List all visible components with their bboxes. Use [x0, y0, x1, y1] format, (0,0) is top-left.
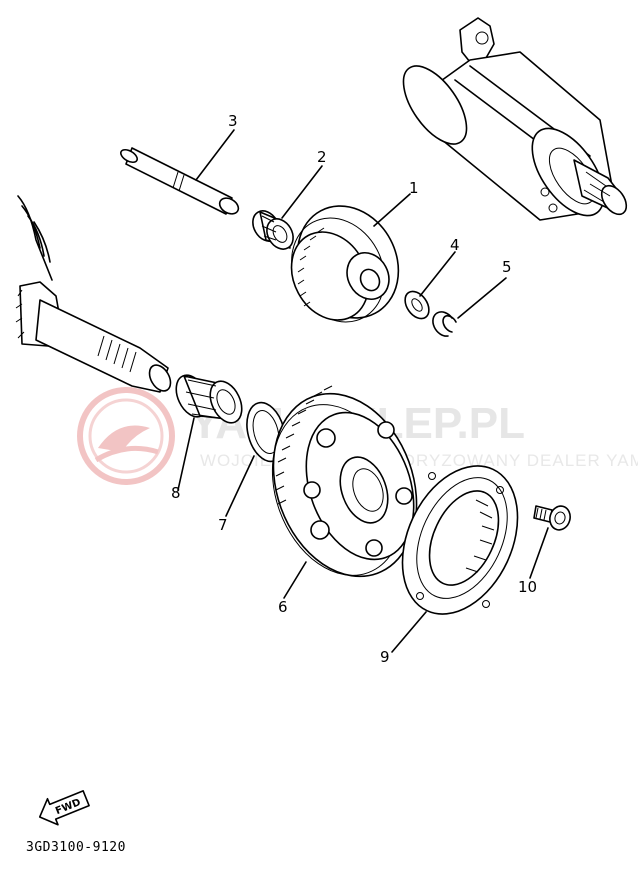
part-4-washer [404, 290, 430, 320]
callout-7: 7 [218, 516, 228, 534]
callouts: 1 2 3 4 5 6 7 8 9 10 [171, 112, 537, 666]
leader-7 [225, 455, 255, 517]
leader-6 [283, 561, 307, 599]
leader-10 [529, 527, 549, 579]
part-2-needle-bearing [252, 210, 294, 250]
callout-9: 9 [380, 648, 390, 666]
leader-8 [177, 417, 195, 491]
callout-6: 6 [278, 598, 288, 616]
callout-4: 4 [450, 236, 460, 254]
fwd-arrow-icon: FWD [38, 790, 90, 826]
part-9-one-way-clutch [401, 465, 519, 615]
callout-10: 10 [518, 578, 537, 596]
part-5-circlip [432, 311, 457, 337]
part-10-bolt [533, 505, 571, 531]
part-8-needle-bearing [175, 374, 243, 424]
leader-4 [419, 251, 456, 297]
part-1-idler-gear [290, 205, 400, 323]
leader-1 [373, 193, 411, 227]
callout-2: 2 [317, 148, 327, 166]
callout-3: 3 [228, 112, 238, 130]
diagram-code: 3GD3100-9120 [26, 840, 126, 855]
leader-3 [195, 129, 235, 181]
leader-lines [177, 129, 549, 653]
callout-1: 1 [409, 179, 419, 197]
part-6-starter-wheel-gear [271, 385, 418, 578]
part-3-shaft [120, 147, 240, 215]
leader-5 [457, 277, 507, 319]
callout-5: 5 [502, 258, 512, 276]
leader-9 [391, 611, 427, 653]
leader-2 [281, 165, 323, 219]
crankshaft [15, 195, 172, 393]
callout-8: 8 [171, 484, 181, 502]
watermark-logo [77, 387, 175, 485]
starter-motor [402, 17, 628, 221]
